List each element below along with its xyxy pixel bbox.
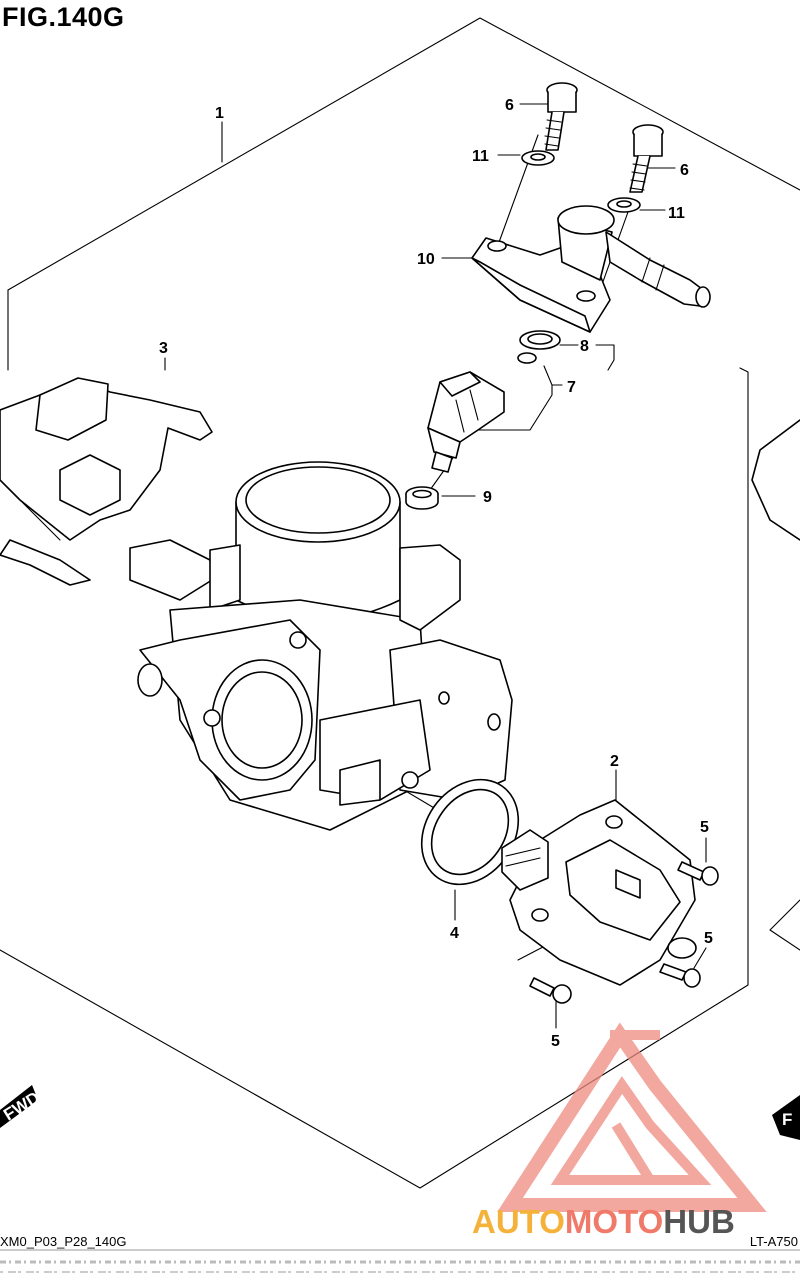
callout-6-left: 6 bbox=[505, 97, 514, 114]
callout-5-lower: 5 bbox=[551, 1033, 560, 1050]
callout-2: 2 bbox=[610, 753, 619, 770]
assembly-boundary-line bbox=[7, 17, 800, 291]
watermark-text-auto: AUTOMOTOHUB bbox=[472, 1203, 735, 1240]
callout-3: 3 bbox=[159, 340, 168, 357]
idle-control-valve-2 bbox=[501, 799, 697, 986]
screw-5-lower bbox=[529, 977, 572, 1004]
fwd-arrow-right: F bbox=[772, 1095, 800, 1140]
callout-8: 8 bbox=[580, 338, 589, 355]
figure-title: FIG.140G bbox=[2, 2, 125, 32]
seal-9 bbox=[405, 486, 439, 510]
callout-11-right: 11 bbox=[668, 205, 685, 222]
callout-7: 7 bbox=[567, 379, 576, 396]
watermark-logo bbox=[497, 1022, 767, 1212]
callout-9: 9 bbox=[483, 489, 492, 506]
footer-model: LT-A750 bbox=[749, 1234, 798, 1249]
footer-code: XM0_P03_P28_140G bbox=[0, 1234, 127, 1249]
o-ring-8 bbox=[517, 330, 561, 364]
callout-6-right: 6 bbox=[680, 162, 689, 179]
fwd-arrow-left: FWD bbox=[0, 1085, 43, 1128]
svg-text:F: F bbox=[782, 1110, 792, 1129]
partial-part-right bbox=[751, 419, 800, 541]
callout-5-middle: 5 bbox=[704, 930, 713, 947]
washer-11-left bbox=[521, 150, 555, 166]
bracket-3 bbox=[0, 377, 213, 586]
callout-4: 4 bbox=[450, 925, 459, 942]
callout-11-left: 11 bbox=[472, 148, 489, 165]
callout-1: 1 bbox=[215, 105, 224, 122]
throttle-body-1 bbox=[129, 461, 513, 831]
bolt-6-left bbox=[544, 82, 578, 151]
fuel-injector-7 bbox=[427, 371, 505, 473]
fuel-delivery-pipe-10 bbox=[471, 205, 711, 333]
watermark-auto: AUTO bbox=[472, 1203, 565, 1240]
bolt-6-right bbox=[629, 124, 664, 193]
gasket-4 bbox=[420, 778, 520, 886]
watermark-hub: HUB bbox=[663, 1203, 735, 1240]
assembly-boundary-bottom bbox=[0, 367, 749, 1189]
screw-5-upper bbox=[677, 861, 719, 886]
screw-5-middle bbox=[659, 963, 701, 988]
callout-5-upper: 5 bbox=[700, 819, 709, 836]
watermark-moto: MOTO bbox=[565, 1203, 663, 1240]
callout-10: 10 bbox=[417, 251, 435, 268]
washer-11-right bbox=[607, 197, 641, 213]
